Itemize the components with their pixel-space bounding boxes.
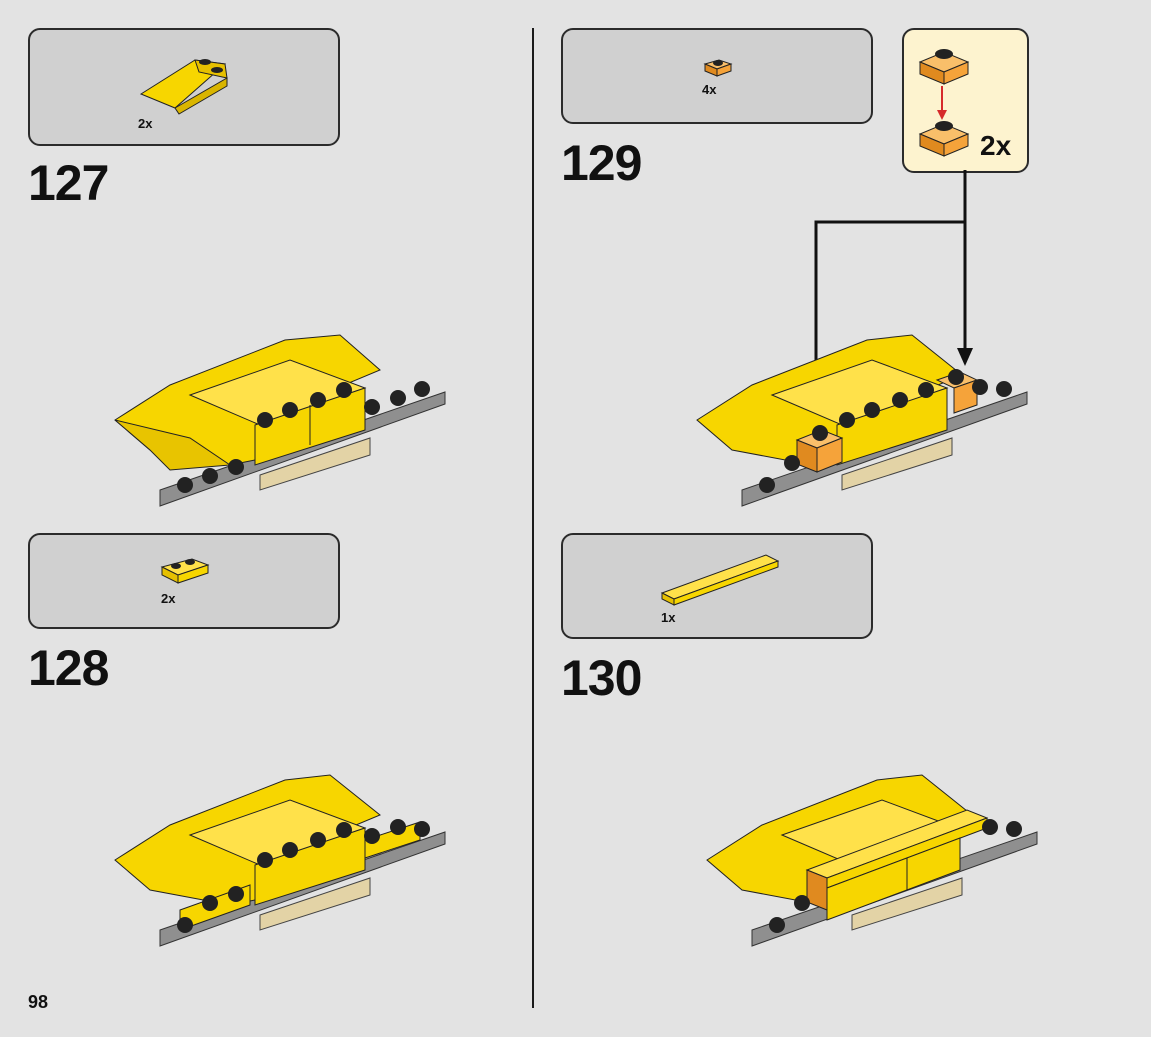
parts-quantity: 1x: [661, 610, 676, 625]
assembly-model-step-129: [696, 334, 1028, 507]
step-number: 128: [28, 640, 109, 696]
orange-plate-1x1-part-icon: [703, 59, 733, 77]
page-number: 98: [28, 992, 49, 1012]
parts-box-step-127: 2x: [28, 28, 340, 146]
step-number: 129: [561, 135, 642, 191]
column-divider: [532, 28, 534, 1008]
callout-quantity: 2x: [980, 130, 1012, 161]
step-number: 130: [561, 650, 642, 706]
parts-quantity: 2x: [161, 591, 176, 606]
assembly-model-step-128: [114, 774, 446, 947]
yellow-wedge-part-icon: [139, 59, 228, 115]
parts-box-step-128: 2x: [28, 533, 340, 629]
sub-assembly-callout: 2x: [902, 28, 1029, 173]
parts-box-step-130: 1x: [561, 533, 873, 639]
parts-box-step-129: 4x: [561, 28, 873, 124]
assembly-model-step-127: [114, 334, 446, 507]
step-number: 127: [28, 155, 109, 211]
yellow-tile-long-part-icon: [660, 554, 780, 606]
yellow-plate-1x2-part-icon: [160, 558, 210, 584]
orange-plate-stack-icon: [918, 49, 970, 157]
parts-quantity: 2x: [138, 116, 153, 131]
assembly-model-step-130: [706, 774, 1038, 947]
parts-quantity: 4x: [702, 82, 717, 97]
